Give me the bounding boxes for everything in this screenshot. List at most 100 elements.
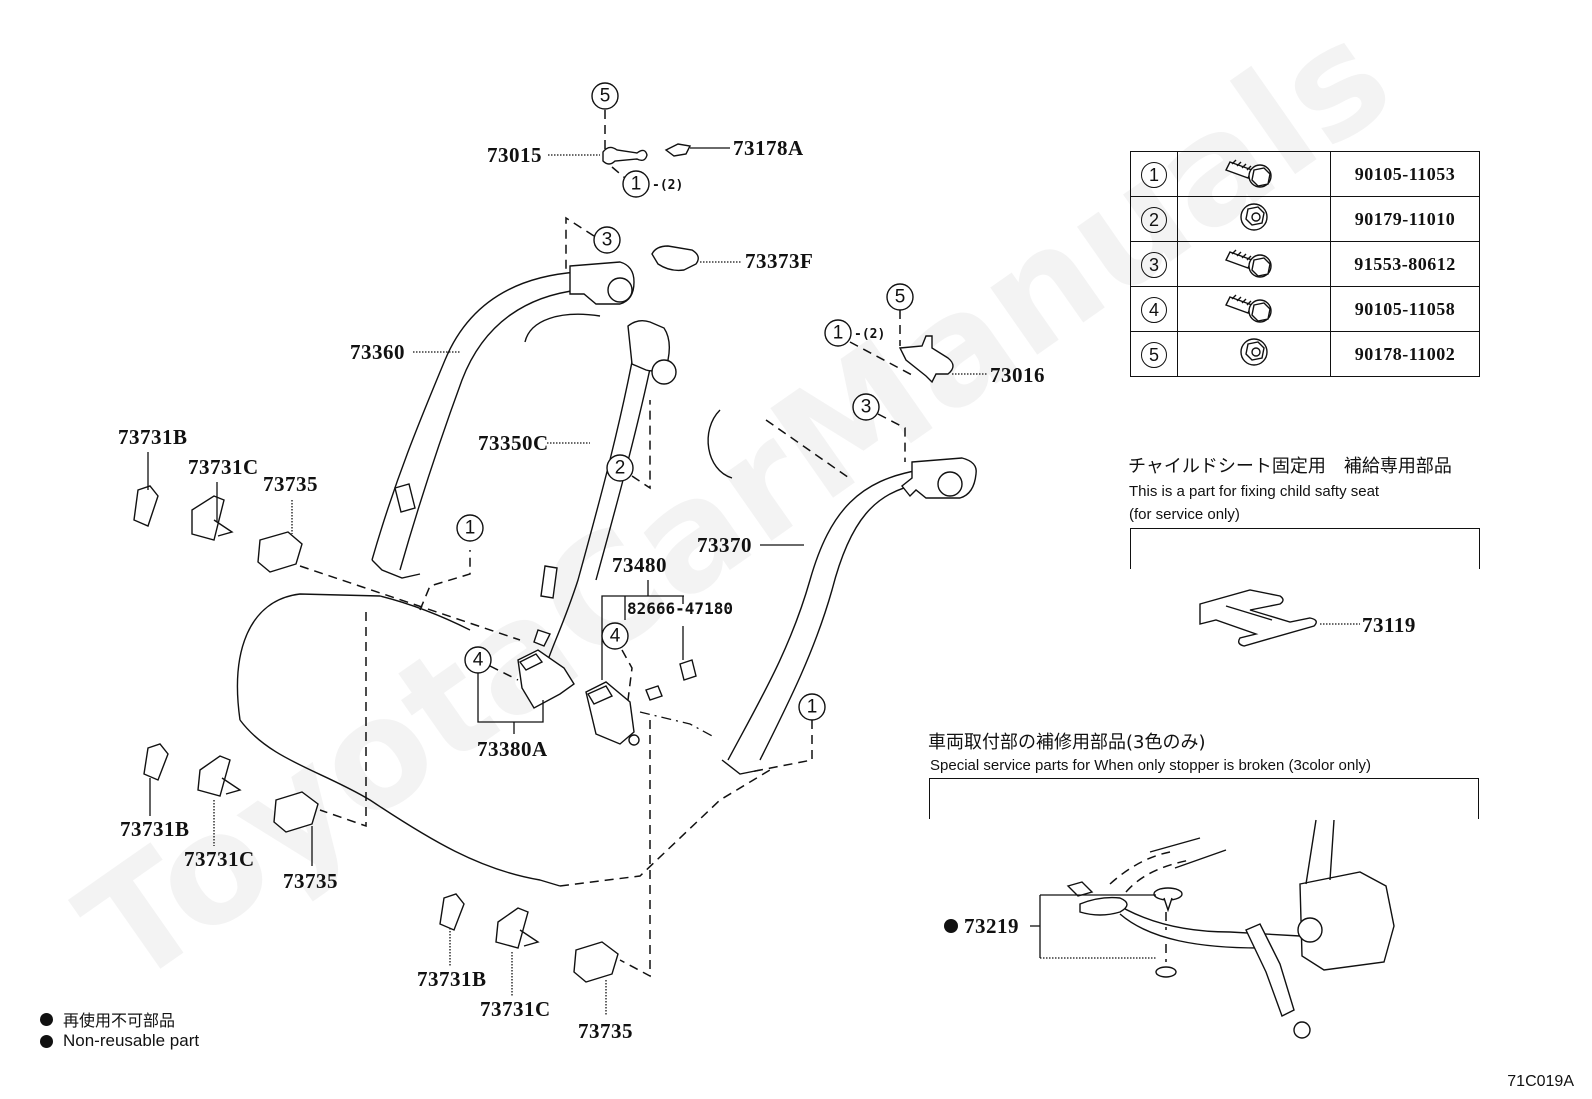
hex-flange-bolt-icon <box>1177 151 1331 197</box>
part-73360-outer-belt[interactable] <box>371 261 635 579</box>
part-82666-47180-connector[interactable] <box>679 659 697 681</box>
ref-circle-5 <box>591 82 619 110</box>
fastener-part-number[interactable]: 90105-11053 <box>1330 151 1480 197</box>
label-73735-1[interactable]: 73735 <box>263 472 318 496</box>
ref-circle-5b <box>886 283 914 311</box>
seat-outline-right <box>707 409 733 479</box>
label-73731C-1[interactable]: 73731C <box>188 455 259 479</box>
leader-ref1-73015 <box>611 166 626 179</box>
fastener-table: 1 90105-11053 2 90179-11010 3 91553-80612 4 901… <box>1130 151 1480 377</box>
ref-1b-label: 1 <box>833 323 844 344</box>
fastener-part-number[interactable]: 90179-11010 <box>1330 196 1480 242</box>
leader-ref1-73370 <box>749 720 813 773</box>
part-73731B-clip-3[interactable] <box>439 893 465 931</box>
part-73373F-cover[interactable] <box>651 245 699 272</box>
fastener-part-number[interactable]: 90178-11002 <box>1330 331 1480 377</box>
part-73370-right-belt[interactable] <box>721 457 977 775</box>
leader-ref1-left <box>419 550 471 611</box>
legend-jp: 再使用不可部品 <box>40 1007 175 1031</box>
part-73380A-buckle[interactable] <box>517 649 575 709</box>
label-73350C[interactable]: 73350C <box>478 431 549 455</box>
bracket-73480 <box>601 595 684 680</box>
ref-3b-label: 3 <box>861 397 872 418</box>
fastener-ref: 3 <box>1141 251 1167 278</box>
fastener-ref: 4 <box>1141 296 1167 323</box>
part-73178A-cap[interactable] <box>664 143 692 157</box>
label-73480[interactable]: 73480 <box>612 553 667 577</box>
label-73380A[interactable]: 73380A <box>477 737 548 761</box>
buckle-anchor-line <box>639 711 717 739</box>
label-73731B-3[interactable]: 73731B <box>417 967 487 991</box>
part-73731C-clip-2[interactable] <box>197 755 242 797</box>
non-reusable-dot-icon <box>40 1034 53 1048</box>
stopper-desc-en: Special service parts for When only stop… <box>930 757 1372 774</box>
ref-circle-1 <box>622 170 650 198</box>
part-73735-clip-1[interactable] <box>257 531 303 573</box>
label-73731B-1[interactable]: 73731B <box>118 425 188 449</box>
child-seat-title-jp: チャイルドシート固定用 補給専用部品 <box>1128 456 1452 477</box>
part-73731B-clip-2[interactable] <box>143 743 169 781</box>
ref-1-label: 1 <box>631 174 642 195</box>
label-73735-3[interactable]: 73735 <box>578 1019 633 1043</box>
fastener-ref: 1 <box>1141 161 1167 188</box>
leader-73735-lower <box>619 720 651 978</box>
fastener-part-number[interactable]: 91553-80612 <box>1330 241 1480 287</box>
stopper-detail-illustration <box>1066 819 1395 1039</box>
hex-flange-bolt-icon <box>1177 241 1331 287</box>
seat-cushion-outline-bottom <box>239 719 561 887</box>
label-73178A[interactable]: 73178A <box>733 136 804 160</box>
part-73350C-center-belt[interactable] <box>533 319 677 661</box>
fastener-part-number[interactable]: 90105-11058 <box>1330 286 1480 332</box>
legend-jp-text: 再使用不可部品 <box>63 1011 176 1030</box>
fastener-ref-cell: 3 <box>1130 241 1178 287</box>
child-seat-section-frame <box>1130 528 1480 569</box>
fastener-row: 4 90105-11058 <box>1130 286 1480 332</box>
fastener-ref-cell: 2 <box>1130 196 1178 242</box>
part-73119-child-seat-plate[interactable] <box>1199 589 1317 647</box>
part-73735-clip-2[interactable] <box>273 791 319 833</box>
label-73016[interactable]: 73016 <box>990 363 1045 387</box>
seat-back-outline <box>524 313 601 343</box>
label-73119[interactable]: 73119 <box>1362 613 1416 637</box>
leader-ref2 <box>631 400 651 490</box>
label-73360[interactable]: 73360 <box>350 340 405 364</box>
label-73219[interactable]: 73219 <box>964 914 1019 938</box>
label-73735-2[interactable]: 73735 <box>283 869 338 893</box>
part-73735-clip-3[interactable] <box>573 941 619 983</box>
fastener-ref: 5 <box>1141 341 1167 368</box>
label-73731C-3[interactable]: 73731C <box>480 997 551 1021</box>
label-73735C-2[interactable]: 73731C <box>184 847 255 871</box>
part-73731B-clip-1[interactable] <box>133 485 159 527</box>
part-73731C-clip-1[interactable] <box>191 495 234 541</box>
qty-label: -(2) <box>652 178 683 193</box>
seat-cushion-outline-left <box>236 593 471 721</box>
label-73370[interactable]: 73370 <box>697 533 752 557</box>
part-73480-buckle[interactable] <box>585 681 663 746</box>
qty-label-b: -(2) <box>854 327 885 342</box>
leader-ref3-upper <box>565 216 595 272</box>
fastener-ref-cell: 4 <box>1130 286 1178 332</box>
label-82666-47180[interactable]: 82666-47180 <box>627 599 733 618</box>
part-73016-bracket[interactable] <box>898 335 954 384</box>
ref-circle-3b <box>852 393 880 421</box>
label-73373F[interactable]: 73373F <box>745 249 813 273</box>
seat-cushion-outline-dash <box>559 769 771 887</box>
part-73731C-clip-3[interactable] <box>495 907 540 949</box>
part-73015-bracket[interactable] <box>602 146 648 165</box>
legend-en: Non-reusable part <box>40 1031 199 1051</box>
label-73015[interactable]: 73015 <box>487 143 542 167</box>
part-73219-stopper[interactable] <box>1153 887 1183 978</box>
label-73731B-2[interactable]: 73731B <box>120 817 190 841</box>
child-seat-desc-line2: (for service only) <box>1129 506 1240 523</box>
leader-ref3-lower <box>877 413 906 462</box>
fastener-row: 3 91553-80612 <box>1130 241 1480 287</box>
fastener-row: 2 90179-11010 <box>1130 196 1480 242</box>
fastener-ref-cell: 5 <box>1130 331 1178 377</box>
ref-5-label: 5 <box>600 86 611 107</box>
diagram-code: 71C019A <box>1507 1073 1574 1090</box>
stopper-section-frame <box>929 778 1479 819</box>
bracket-73380A <box>477 673 544 723</box>
fastener-row: 5 90178-11002 <box>1130 331 1480 377</box>
fastener-ref: 2 <box>1141 206 1167 233</box>
hex-flange-nut-icon <box>1177 331 1331 377</box>
